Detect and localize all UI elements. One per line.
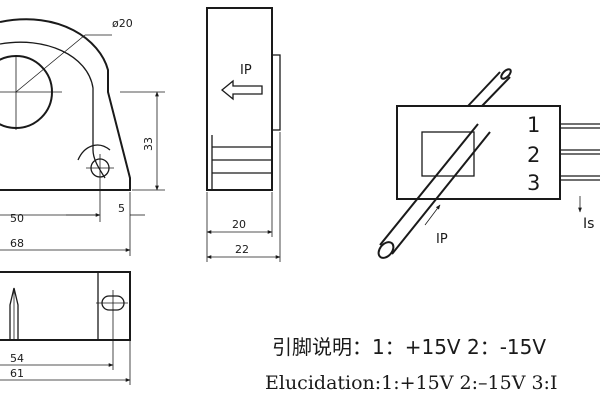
caption-english: Elucidation:1:+15V 2:–15V 3:I — [265, 372, 557, 394]
bottom-view: 54 61 — [0, 271, 131, 385]
secondary-current-label: Is — [583, 216, 594, 232]
schematic-body — [396, 105, 561, 200]
primary-current-label: IP — [436, 232, 448, 247]
caption-chinese: 引脚说明：1：+15V 2：-15V — [272, 335, 546, 359]
width-20-label: 20 — [232, 218, 246, 231]
front-inner-outline — [0, 41, 94, 150]
current-arrow-icon — [220, 79, 263, 101]
bottom-body — [0, 271, 131, 341]
schematic-view: IP 1 2 3 Is — [377, 68, 600, 259]
width-61-label: 61 — [10, 367, 24, 380]
hole-diameter-label: ø20 — [112, 17, 133, 30]
primary-conductor — [377, 241, 395, 259]
front-body-outline — [0, 18, 131, 191]
width-22-label: 22 — [235, 243, 249, 256]
height-33-label: 33 — [142, 137, 155, 151]
width-50-label: 50 — [10, 212, 24, 225]
front-view: ø20 33 50 5 68 — [0, 17, 165, 256]
offset-5-label: 5 — [118, 202, 125, 215]
pin-2-label: 2 — [527, 143, 540, 167]
width-68-label: 68 — [10, 237, 24, 250]
pin-1-label: 1 — [527, 113, 540, 137]
side-current-label: IP — [240, 63, 252, 78]
side-view: IP 20 22 — [206, 7, 281, 262]
width-54-label: 54 — [10, 352, 24, 365]
side-body — [206, 7, 273, 191]
pin-3-label: 3 — [527, 171, 540, 195]
core-window — [421, 131, 475, 177]
